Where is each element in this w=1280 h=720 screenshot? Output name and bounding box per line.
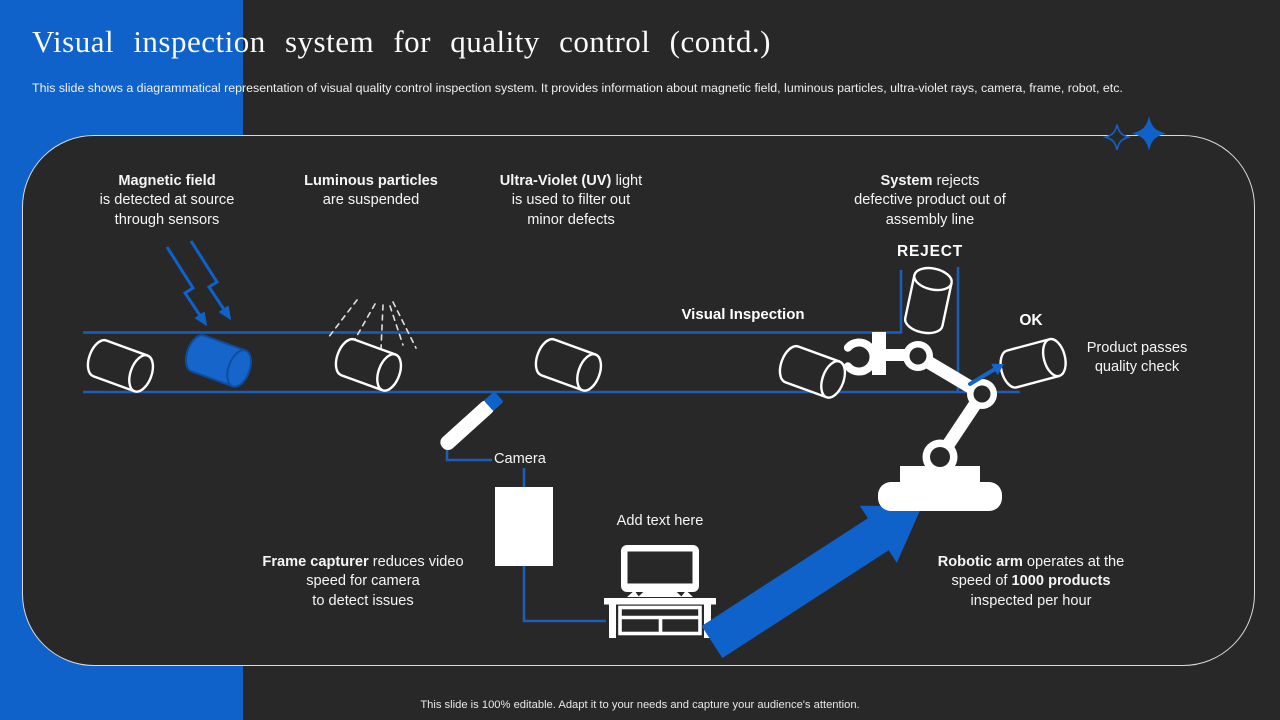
gripper-icon	[843, 338, 878, 376]
add-text-placeholder[interactable]: Add text here	[616, 513, 704, 529]
rejected-product-cylinder	[901, 263, 955, 338]
slide-footer: This slide is 100% editable. Adapt it to…	[420, 699, 860, 711]
magnetic-field-arrows-icon	[165, 240, 232, 327]
robotic-arm-icon	[843, 332, 1002, 511]
product-cylinder	[330, 334, 407, 396]
slide-subtitle: This slide shows a diagrammatical repres…	[32, 81, 1123, 95]
product-cylinder	[82, 335, 159, 397]
callout-system-rejects: System rejects defective product out of …	[854, 173, 1006, 228]
product-cylinder	[530, 334, 607, 396]
sparkle-icons	[1102, 116, 1166, 151]
ok-label: OK	[1019, 312, 1043, 329]
conveyor-lines	[83, 267, 1020, 394]
camera-label: Camera	[494, 451, 546, 467]
callout-magnetic-field: Magnetic field is detected at source thr…	[99, 173, 235, 228]
monitor-desk-icon	[604, 545, 716, 638]
frame-capturer-box	[495, 487, 553, 566]
flow-arrow	[701, 505, 922, 658]
uv-rays-icon	[327, 299, 417, 350]
callout-robotic-arm: Robotic arm operates at the speed of 100…	[937, 554, 1125, 609]
reject-label: REJECT	[897, 243, 963, 260]
callout-luminous-particles: Luminous particles are suspended	[304, 173, 438, 209]
camera-icon	[440, 392, 503, 451]
callout-frame-capturer: Frame capturer reduces video speed for c…	[262, 554, 464, 609]
callout-uv-light: Ultra-Violet (UV) light is used to filte…	[499, 173, 643, 228]
slide-title: Visual inspection system for quality con…	[32, 24, 771, 59]
product-cylinder-magnetized	[180, 330, 257, 391]
callout-product-passes: Product passes quality check	[1086, 340, 1188, 376]
visual-inspection-label: Visual Inspection	[681, 306, 805, 323]
ok-arrow-icon	[968, 363, 1004, 386]
